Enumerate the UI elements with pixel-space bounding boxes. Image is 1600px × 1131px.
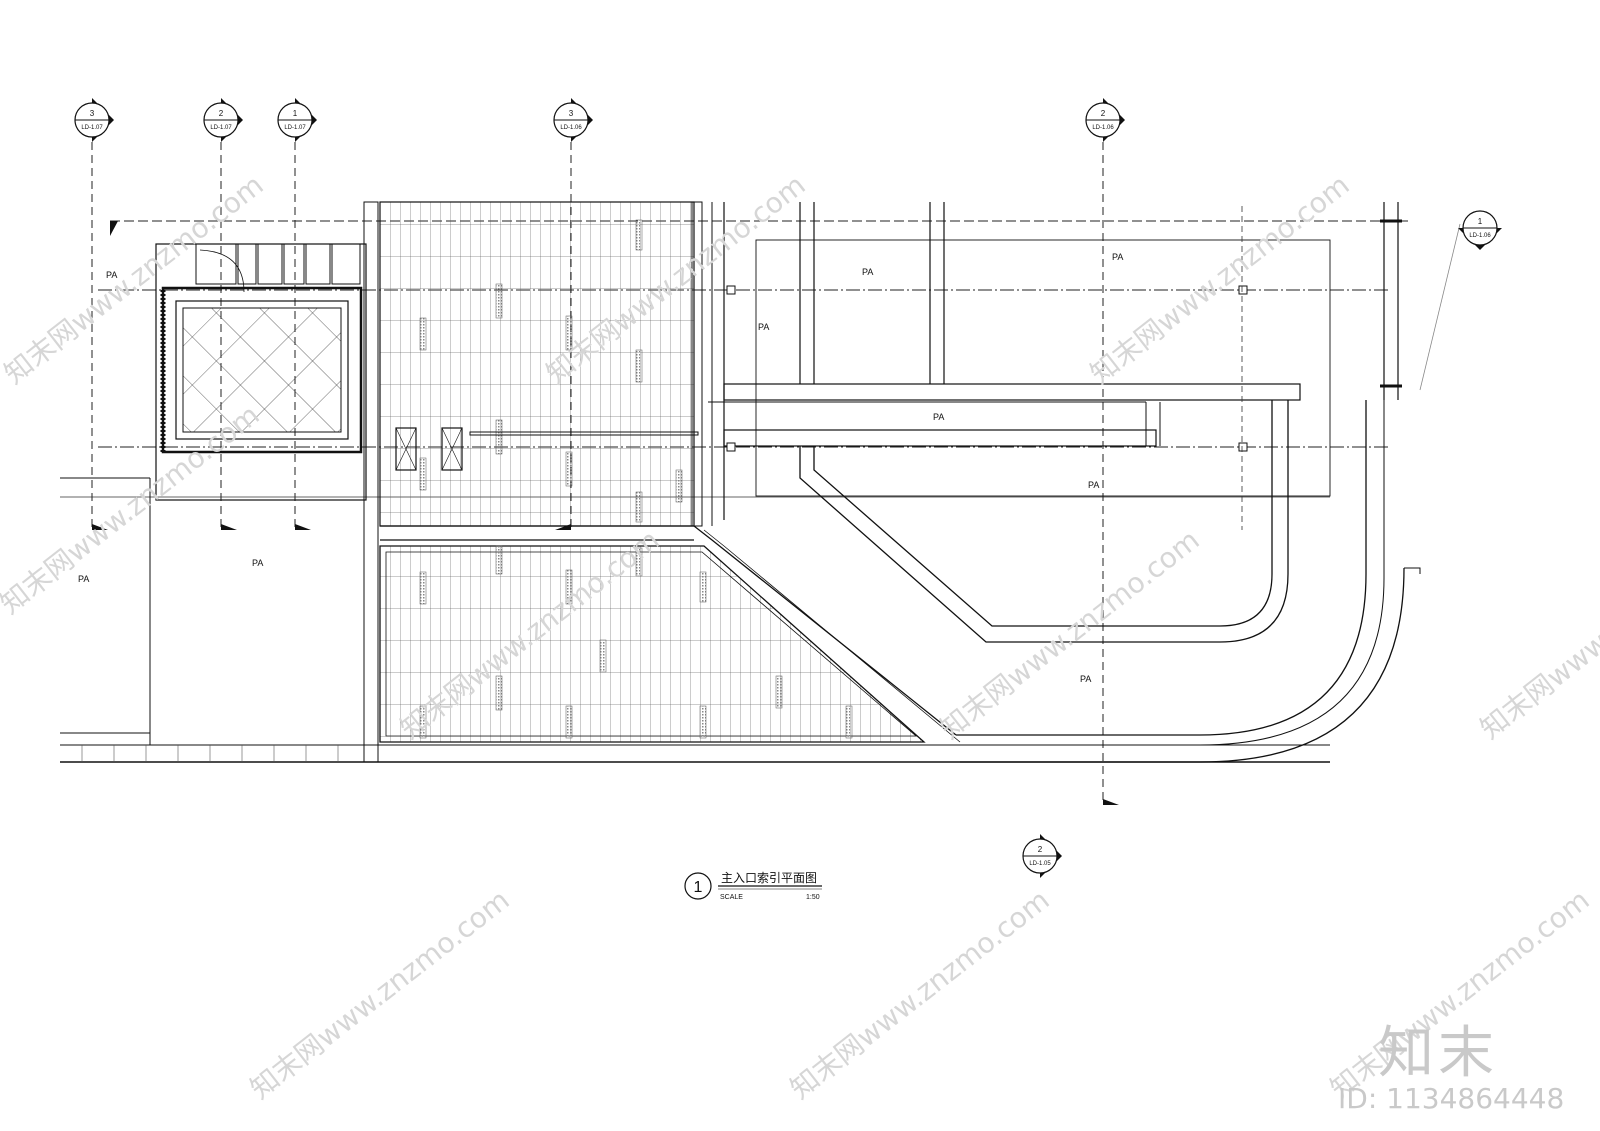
area-label: PA: [106, 270, 117, 280]
section-marker: 2 LD-1.06: [1085, 98, 1125, 142]
area-label: PA: [758, 322, 769, 332]
area-label: PA: [862, 267, 873, 277]
section-arrows: [92, 221, 1119, 805]
section-cut-lines: [91, 142, 1104, 805]
watermark-text: 知末网www.znzmo.com: [784, 883, 1056, 1105]
scale-value: 1:50: [806, 894, 820, 901]
marker-number: 3: [569, 109, 574, 118]
area-label: PA: [933, 412, 944, 422]
area-label: PA: [1080, 674, 1091, 684]
marker-sheet-ref: LD-1.06: [1469, 233, 1491, 239]
marker-sheet-ref: LD-1.07: [284, 125, 306, 131]
watermark-text: 知末网www.znzmo.com: [244, 883, 516, 1105]
section-marker: 1 LD-1.06: [1458, 210, 1502, 250]
marker-number: 2: [1101, 109, 1106, 118]
marker-sheet-ref: LD-1.06: [1092, 125, 1114, 131]
marker-number: 1: [293, 109, 298, 118]
marker-sheet-ref: LD-1.06: [560, 125, 582, 131]
scale-label: SCALE: [720, 894, 743, 901]
marker-number: 1: [1478, 217, 1483, 226]
marker-number: 3: [90, 109, 95, 118]
watermark-id: ID: 1134864448: [1338, 1082, 1565, 1115]
section-marker: 2 LD-1.07: [203, 98, 243, 142]
guardhouse: [155, 243, 367, 501]
area-label: PA: [1088, 480, 1099, 490]
paving-triangle-south: [379, 525, 961, 743]
section-marker: 3 LD-1.07: [74, 98, 114, 142]
watermark-logo: 知末: [1378, 1021, 1498, 1086]
bollard-markers: [395, 427, 699, 471]
accent-stones-north: [419, 219, 683, 523]
area-label: PA: [252, 558, 263, 568]
watermark-text: 知末网www.znzmo.com: [1474, 523, 1600, 745]
marker-sheet-ref: LD-1.07: [81, 125, 103, 131]
marker-sheet-ref: LD-1.07: [210, 125, 232, 131]
section-marker: 1 LD-1.07: [277, 98, 317, 142]
drawing-number: 1: [694, 879, 703, 896]
area-label: PA: [78, 574, 89, 584]
section-marker: 2 LD-1.05: [1022, 834, 1062, 878]
right-road: [708, 202, 1461, 763]
section-marker: 3 LD-1.06: [553, 98, 593, 142]
area-labels: PA PA PA PA PA PA PA PA PA: [78, 252, 1123, 684]
watermark-text: 知末网www.znzmo.com: [0, 398, 266, 620]
marker-sheet-ref: LD-1.05: [1029, 861, 1051, 867]
marker-number: 2: [1038, 845, 1043, 854]
axis-lines: [60, 220, 1412, 498]
drawing-title: 主入口索引平面图: [721, 871, 817, 885]
drawing-title-block: 1 主入口索引平面图 SCALE 1:50: [684, 871, 822, 901]
watermark-text: 知末网www.znzmo.com: [1084, 168, 1356, 390]
accent-stones-south: [419, 545, 853, 739]
area-label: PA: [1112, 252, 1123, 262]
marker-number: 2: [219, 109, 224, 118]
lamp-posts: [726, 285, 1248, 452]
drawing-number-circle: [684, 872, 712, 900]
watermark-text: 知末网www.znzmo.com: [934, 523, 1206, 745]
